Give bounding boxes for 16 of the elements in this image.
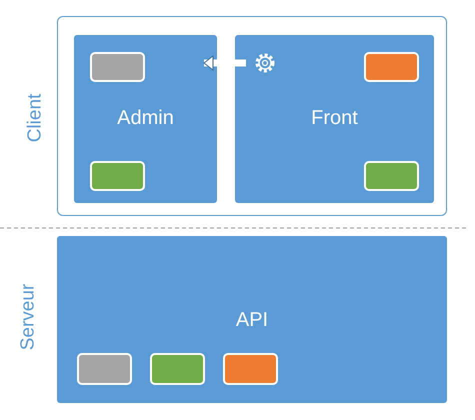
color-chip <box>77 353 132 385</box>
node-label: API <box>234 309 270 332</box>
color-chip <box>364 52 419 82</box>
app-box <box>235 35 434 203</box>
app-box <box>74 35 217 203</box>
app-box <box>57 236 447 403</box>
color-chip <box>90 52 145 82</box>
color-chip <box>90 161 145 191</box>
section-label: Client <box>24 94 46 142</box>
arrow <box>204 56 246 70</box>
section-label: Serveur <box>17 284 40 350</box>
color-chip <box>364 161 419 191</box>
node-label: Front <box>310 107 359 130</box>
color-chip <box>223 353 278 385</box>
color-chip <box>150 353 205 385</box>
node-label: Admin <box>116 107 175 130</box>
